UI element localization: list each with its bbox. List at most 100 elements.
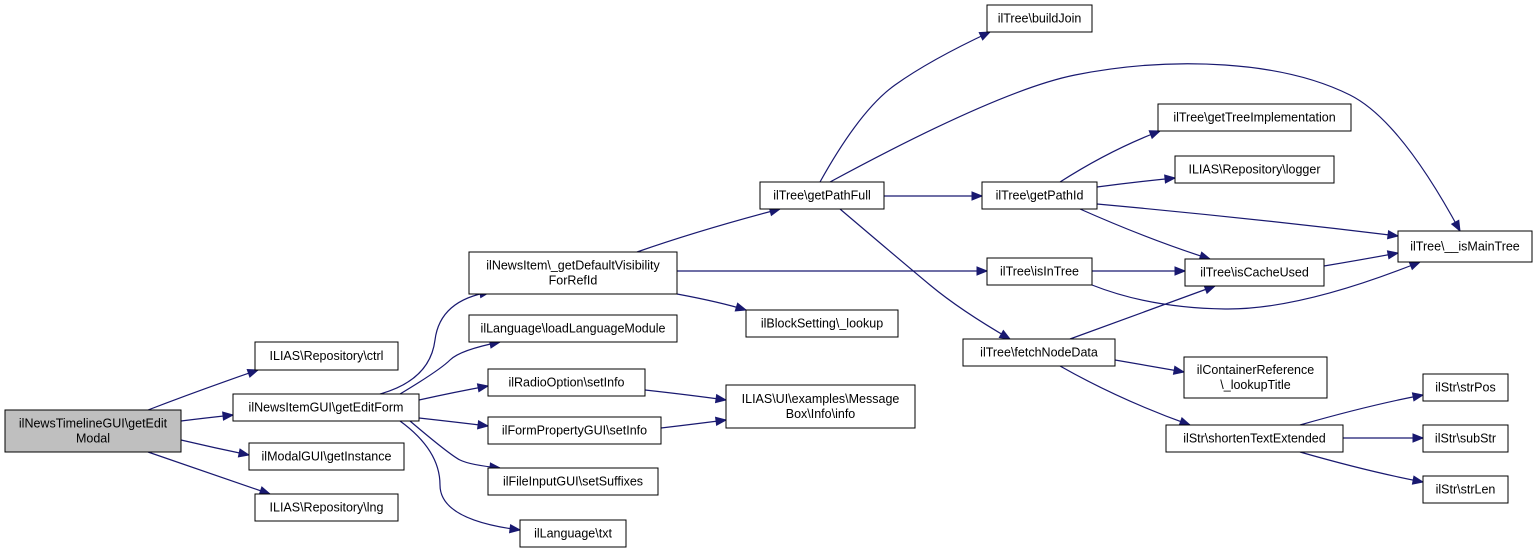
node-box (1422, 373, 1509, 402)
edge-line (1114, 359, 1185, 373)
node-label: ilTree\getTreeImplementation (1173, 111, 1335, 125)
arrowhead-icon (1387, 230, 1400, 240)
node-box (487, 416, 662, 445)
edge-line (644, 389, 727, 401)
edge-line (1299, 451, 1424, 483)
edge-line (1091, 261, 1421, 310)
node-box (745, 309, 899, 338)
node-label: ilTree\fetchNodeData (980, 346, 1098, 360)
node-function[interactable]: ilModalGUI\getInstance (248, 442, 405, 471)
node-label: ILIAS\Repository\logger (1188, 163, 1320, 177)
edge-line (418, 385, 489, 401)
edge-n22-n25 (1342, 433, 1425, 443)
node-function[interactable]: ilStr\strPos (1422, 373, 1509, 402)
edge-n20-n23 (1323, 250, 1400, 267)
edge-n17-n20 (1069, 285, 1217, 340)
edge-n11-n17 (839, 208, 1012, 340)
node-function[interactable]: ilTree\buildJoin (986, 4, 1093, 33)
node-label: ilTree\isInTree (1000, 265, 1079, 279)
edge-n22-n24 (1299, 392, 1425, 426)
node-function[interactable]: ilStr\subStr (1422, 424, 1509, 453)
node-function[interactable]: ilTree\getTreeImplementation (1157, 103, 1352, 132)
edge-n5-n16 (676, 266, 989, 276)
node-function[interactable]: ilTree\isCacheUsed (1184, 258, 1325, 287)
node-box (248, 442, 405, 471)
edge-line (1096, 177, 1176, 188)
node-function[interactable]: ilLanguage\txt (519, 519, 627, 548)
edge-n16-n20 (1091, 266, 1187, 276)
edge-n5-n12 (676, 293, 748, 312)
node-label: ilLanguage\txt (534, 527, 612, 541)
arrowhead-icon (978, 31, 992, 41)
nodes-layer: ilNewsTimelineGUI\getEditModalILIAS\Repo… (4, 4, 1533, 548)
node-function[interactable]: ilStr\shortenTextExtended (1165, 424, 1344, 453)
edge-line (399, 341, 501, 395)
node-label: ilBlockSetting\_lookup (761, 317, 883, 331)
node-label: ilNewsItemGUI\getEditForm (249, 401, 404, 415)
node-box (1422, 424, 1509, 453)
node-label: ILIAS\Repository\ctrl (270, 349, 384, 363)
node-function[interactable]: ilContainerReference\_lookupTitle (1183, 356, 1328, 399)
arrowhead-icon (1411, 475, 1425, 485)
node-function[interactable]: ilTree\__isMainTree (1397, 230, 1533, 263)
node-function[interactable]: ilTree\getPathFull (759, 181, 885, 210)
edge-line (1059, 130, 1161, 183)
node-box (254, 341, 399, 371)
arrowhead-icon (714, 393, 728, 404)
arrowhead-icon (1178, 417, 1192, 426)
node-function[interactable]: ilTree\fetchNodeData (962, 338, 1116, 367)
edge-n8-n13 (660, 416, 728, 429)
edge-n15-n23 (1096, 203, 1400, 240)
node-label: ILIAS\UI\examples\Message (742, 392, 900, 406)
node-label: ilFileInputGUI\setSuffixes (503, 475, 643, 489)
edge-line (1299, 394, 1424, 426)
arrowhead-icon (246, 368, 260, 378)
node-function[interactable]: ILIAS\Repository\ctrl (254, 341, 399, 371)
edge-n15-n18 (1059, 130, 1162, 183)
node-function[interactable]: ilFileInputGUI\setSuffixes (487, 467, 659, 496)
node-function[interactable]: ilTree\getPathId (981, 181, 1098, 210)
edge-line (829, 63, 1461, 232)
node-label: ilTree\getPathFull (773, 189, 871, 203)
node-box (487, 467, 659, 496)
node-function[interactable]: ilStr\strLen (1422, 475, 1509, 504)
node-label: ilTree\__isMainTree (1410, 240, 1520, 254)
edge-n11-n15 (884, 191, 984, 201)
node-box (759, 181, 885, 210)
node-label: Box\Info\info (786, 407, 856, 421)
edge-n0-n1 (147, 368, 260, 411)
node-box (468, 314, 678, 343)
arrowhead-icon (1412, 433, 1425, 443)
arrowhead-icon (1174, 266, 1187, 276)
node-function[interactable]: ilFormPropertyGUI\setInfo (487, 416, 662, 445)
arrowhead-icon (476, 383, 490, 393)
arrowhead-icon (1203, 285, 1217, 295)
edge-n11-n14 (819, 31, 992, 183)
edge-line (1079, 208, 1211, 260)
node-label: ilRadioOption\setInfo (508, 376, 624, 390)
edge-n5-n11 (636, 207, 782, 253)
node-function[interactable]: ilNewsItemGUI\getEditForm (232, 393, 420, 422)
node-box (519, 519, 627, 548)
arrowhead-icon (1148, 130, 1162, 140)
edge-line (409, 420, 501, 469)
node-function[interactable]: ilLanguage\loadLanguageModule (468, 314, 678, 343)
node-label: ilTree\isCacheUsed (1200, 266, 1309, 280)
node-function[interactable]: ilRadioOption\setInfo (487, 368, 646, 397)
node-function[interactable]: ilBlockSetting\_lookup (745, 309, 899, 338)
edge-n0-n2 (180, 411, 235, 422)
edge-line (147, 369, 259, 411)
arrowhead-icon (976, 266, 989, 276)
node-label: ilStr\strPos (1435, 381, 1495, 395)
edge-line (819, 31, 991, 183)
node-label: ilModalGUI\getInstance (262, 450, 392, 464)
node-function[interactable]: ilTree\isInTree (986, 257, 1093, 286)
edge-line (399, 420, 521, 531)
arrowhead-icon (508, 523, 522, 534)
edge-n15-n19 (1096, 174, 1177, 188)
node-function[interactable]: ILIAS\Repository\lng (254, 493, 399, 522)
node-function[interactable]: ILIAS\Repository\logger (1174, 155, 1335, 184)
